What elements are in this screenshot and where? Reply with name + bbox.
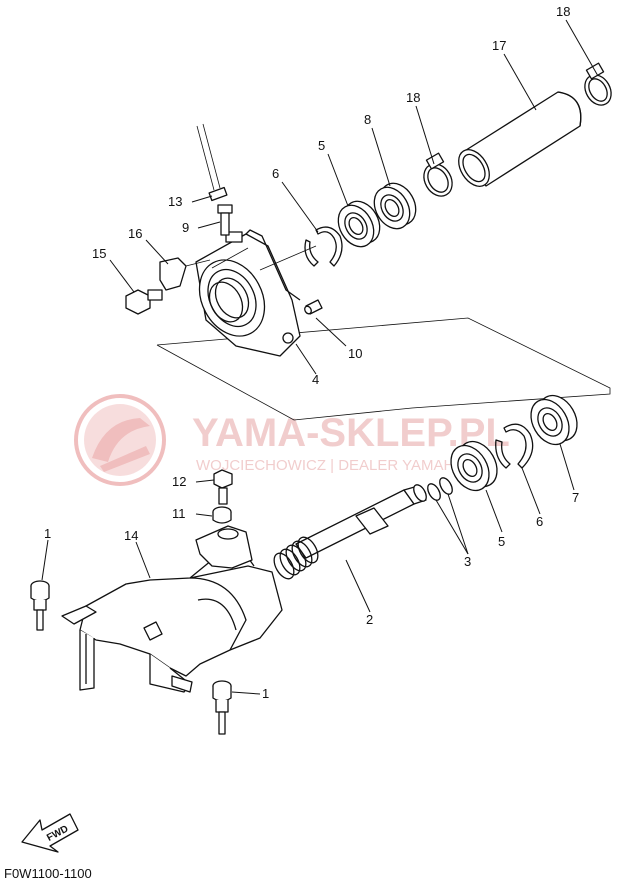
watermark-logo: [74, 394, 166, 486]
callout-4: 4: [312, 372, 319, 387]
part-9-bolt: [217, 204, 233, 236]
callout-10: 10: [348, 346, 362, 361]
callout-12: 12: [172, 474, 186, 489]
part-8-bearing: [373, 182, 417, 230]
part-11-collar: [212, 506, 232, 524]
part-1-bolt-left: [30, 580, 50, 631]
callout-17: 17: [492, 38, 506, 53]
callout-18-upper: 18: [556, 4, 570, 19]
callout-6-upper: 6: [272, 166, 279, 181]
callout-2: 2: [366, 612, 373, 627]
callout-8: 8: [364, 112, 371, 127]
part-4-bearing-housing: [195, 229, 301, 357]
leader-lines: [41, 19, 599, 695]
part-10-pin: [304, 299, 323, 315]
callout-11: 11: [172, 506, 186, 521]
diagram-code: F0W1100-1100: [4, 866, 92, 881]
part-18-clamp-upper: [584, 62, 612, 106]
part-17-hose: [458, 91, 582, 187]
watermark-subtitle: WOJCIECHOWICZ | DEALER YAMAHA: [196, 457, 464, 474]
callout-14: 14: [124, 528, 138, 543]
part-6-circlip-upper: [304, 226, 343, 267]
watermark: YAMA-SKLEP.PL WOJCIECHOWICZ | DEALER YAM…: [74, 394, 510, 486]
part-2-drive-shaft: [273, 484, 427, 580]
part-15-bolt: [125, 289, 163, 315]
callout-6-lower: 6: [536, 514, 543, 529]
part-5-bearing-upper: [337, 200, 381, 248]
part-3-o-rings: [427, 477, 453, 501]
part-5-bearing-lower: [450, 440, 498, 492]
callouts: 18 17 18 8 5 6 13 9 16 15 10 4 12 11 7 5…: [44, 4, 579, 701]
callout-3: 3: [464, 554, 471, 569]
axis-line-upper: [259, 245, 317, 271]
assembly-guide-lines: [156, 317, 611, 421]
fwd-arrow: FWD: [21, 813, 79, 853]
part-7-bearing: [530, 394, 578, 446]
callout-5-upper: 5: [318, 138, 325, 153]
part-14-shaft-housing: [61, 525, 283, 693]
callout-1-left: 1: [44, 526, 51, 541]
part-13-grease-nipple: [196, 123, 228, 202]
callout-1-right: 1: [262, 686, 269, 701]
callout-5-lower: 5: [498, 534, 505, 549]
callout-9: 9: [182, 220, 189, 235]
callout-16: 16: [128, 226, 142, 241]
shaft-splines: [273, 536, 319, 580]
callout-13: 13: [168, 194, 182, 209]
part-18-clamp-lower: [423, 152, 453, 197]
callout-15: 15: [92, 246, 106, 261]
callout-18-lower: 18: [406, 90, 420, 105]
part-6-circlip-lower: [495, 423, 534, 469]
part-16-bracket: [159, 257, 211, 291]
callout-7: 7: [572, 490, 579, 505]
part-1-bolt-right: [212, 680, 232, 735]
part-12-bolt: [213, 469, 233, 505]
